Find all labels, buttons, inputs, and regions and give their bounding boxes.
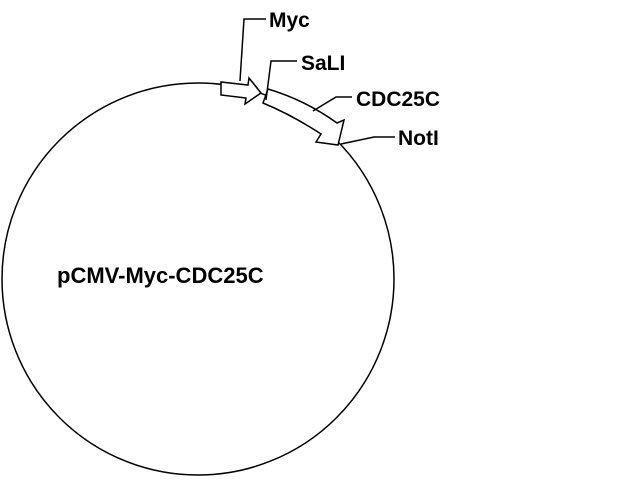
cdc25c-leader-line (312, 96, 352, 112)
noti-label: NotI (398, 127, 439, 150)
myc-label: Myc (269, 9, 310, 32)
noti-leader-line (340, 136, 395, 145)
myc-arrow (220, 76, 263, 106)
sali-label: SaLI (301, 52, 345, 75)
cdc25c-label: CDC25C (356, 88, 440, 111)
cdc25c-arrow (262, 88, 346, 146)
myc-leader-line (239, 18, 266, 82)
sali-leader-line (265, 60, 297, 101)
plasmid-name-label: pCMV-Myc-CDC25C (57, 263, 264, 288)
plasmid-backbone-circle (1, 82, 395, 476)
